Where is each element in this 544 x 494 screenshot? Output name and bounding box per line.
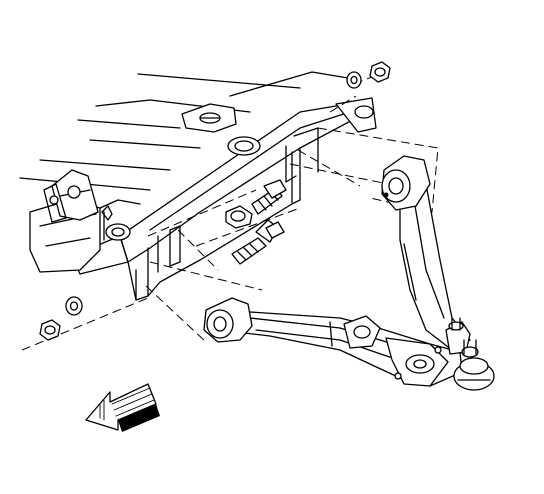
control-arm-rear-bushing	[381, 155, 431, 211]
nut-upper	[369, 61, 391, 83]
nut-lower	[39, 319, 61, 341]
lower-control-arm	[227, 183, 471, 387]
front-direction-arrow-icon	[85, 383, 160, 432]
ball-joint	[445, 317, 495, 391]
frame-crossmember	[19, 71, 377, 301]
washer-lower	[65, 296, 83, 316]
control-arm-front-bushing	[203, 297, 253, 343]
front-mounting-bolt	[231, 219, 285, 265]
washer-upper	[346, 71, 362, 89]
rear-mounting-bolt	[225, 179, 287, 229]
